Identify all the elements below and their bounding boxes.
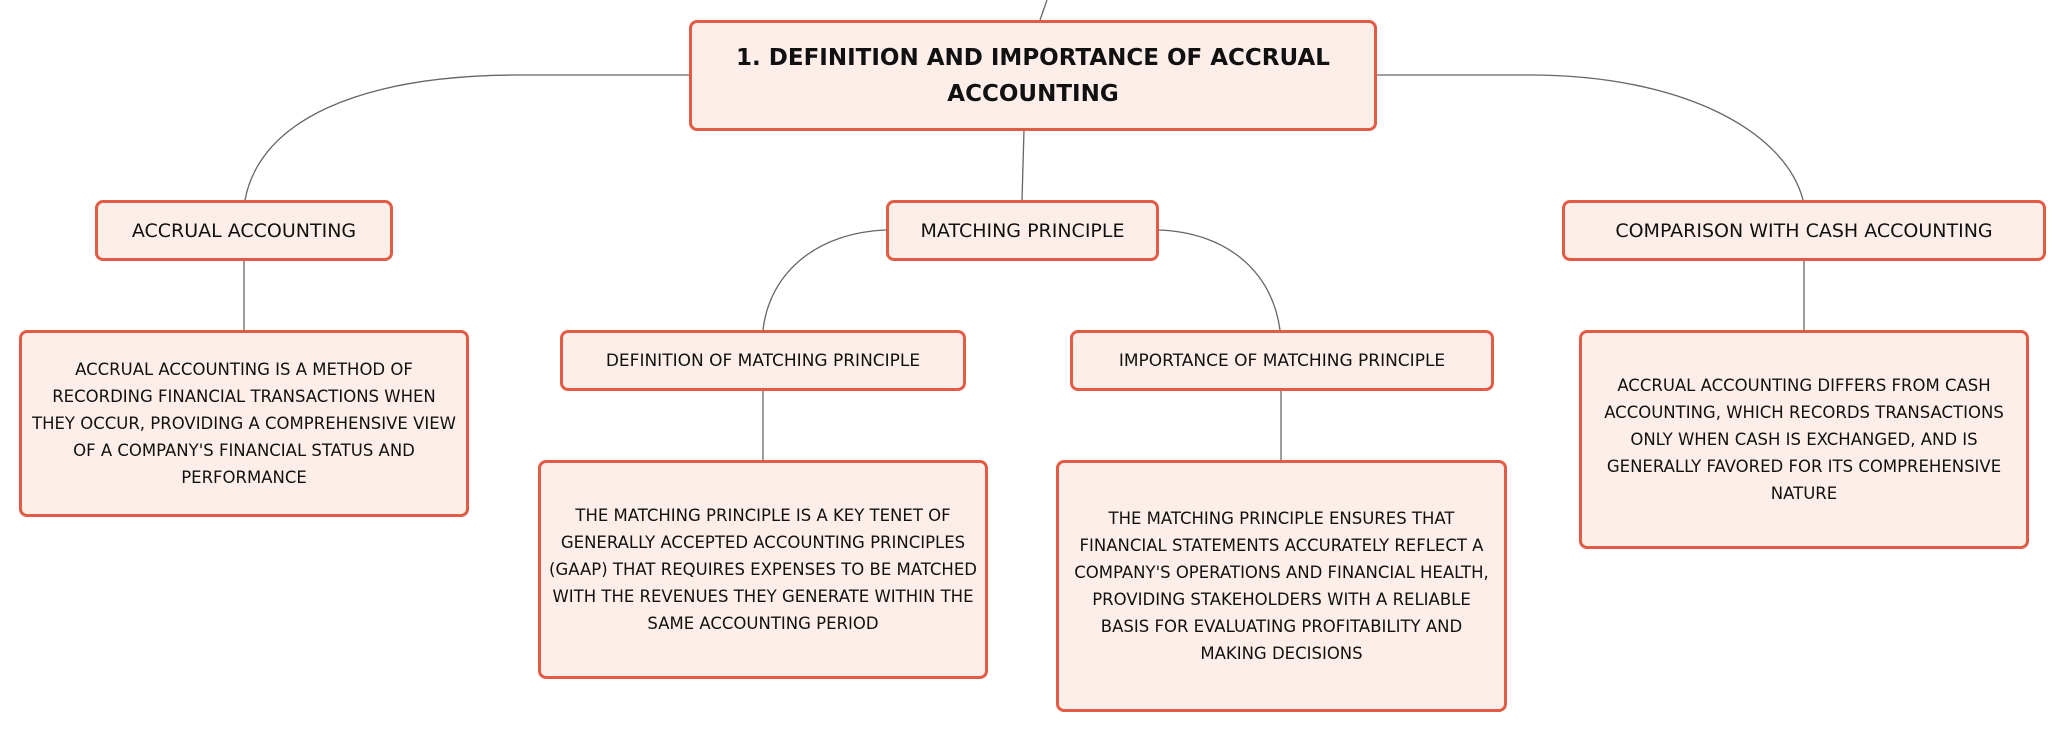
root-topic-title: 1. DEFINITION AND IMPORTANCE OF ACCRUAL … xyxy=(736,44,1330,107)
definition-detail-node[interactable]: THE MATCHING PRINCIPLE IS A KEY TENET OF… xyxy=(538,460,988,679)
cash-detail-text: ACCRUAL ACCOUNTING DIFFERS FROM CASH ACC… xyxy=(1604,376,2004,503)
connector-root-to-matching xyxy=(1021,129,1025,201)
root-topic-node[interactable]: 1. DEFINITION AND IMPORTANCE OF ACCRUAL … xyxy=(689,20,1377,131)
connector-root-to-accrual xyxy=(244,74,690,201)
definition-detail-text: THE MATCHING PRINCIPLE IS A KEY TENET OF… xyxy=(549,506,977,633)
connector-matching-to-definition xyxy=(762,229,888,331)
topic-cash-comparison-node[interactable]: COMPARISON WITH CASH ACCOUNTING xyxy=(1562,200,2046,261)
connector-matching-to-importance xyxy=(1157,229,1281,331)
topic-matching-principle-node[interactable]: MATCHING PRINCIPLE xyxy=(886,200,1159,261)
cash-detail-node[interactable]: ACCRUAL ACCOUNTING DIFFERS FROM CASH ACC… xyxy=(1579,330,2029,549)
subtopic-importance-label: IMPORTANCE OF MATCHING PRINCIPLE xyxy=(1118,350,1446,371)
topic-matching-principle-label: MATCHING PRINCIPLE xyxy=(920,219,1125,242)
topic-accrual-accounting-node[interactable]: ACCRUAL ACCOUNTING xyxy=(95,200,393,261)
subtopic-importance-node[interactable]: IMPORTANCE OF MATCHING PRINCIPLE xyxy=(1070,330,1494,391)
importance-detail-text: THE MATCHING PRINCIPLE ENSURES THAT FINA… xyxy=(1074,509,1489,663)
accrual-detail-node[interactable]: ACCRUAL ACCOUNTING IS A METHOD OF RECORD… xyxy=(19,330,469,517)
accrual-detail-text: ACCRUAL ACCOUNTING IS A METHOD OF RECORD… xyxy=(32,360,456,487)
subtopic-definition-node[interactable]: DEFINITION OF MATCHING PRINCIPLE xyxy=(560,330,966,391)
subtopic-definition-label: DEFINITION OF MATCHING PRINCIPLE xyxy=(605,350,921,371)
topic-accrual-accounting-label: ACCRUAL ACCOUNTING xyxy=(131,219,357,242)
connector-root-to-cash xyxy=(1376,74,1804,201)
topic-cash-comparison-label: COMPARISON WITH CASH ACCOUNTING xyxy=(1615,219,1993,242)
importance-detail-node[interactable]: THE MATCHING PRINCIPLE ENSURES THAT FINA… xyxy=(1056,460,1507,712)
connector-parent-to-root xyxy=(1039,0,1048,21)
